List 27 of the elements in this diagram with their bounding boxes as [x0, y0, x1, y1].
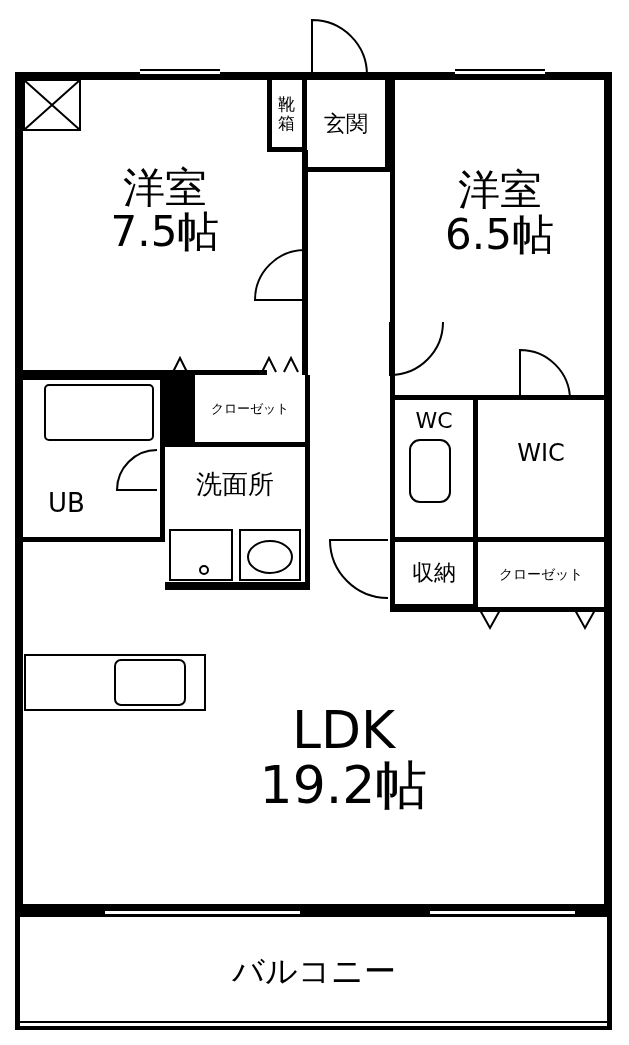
room-label: 玄関: [324, 111, 368, 136]
room: [390, 400, 478, 542]
room: [267, 72, 307, 152]
room-label: WIC: [517, 440, 565, 467]
room: [15, 912, 612, 1030]
room: [390, 542, 478, 612]
room-label: 6.5帖: [445, 212, 554, 257]
room: [478, 400, 612, 542]
room-label: 洗面所: [196, 470, 274, 499]
room-label: 収納: [412, 561, 456, 585]
room-label: クローゼット: [499, 567, 583, 582]
room-label: UB: [48, 489, 85, 518]
room-label: バルコニー: [231, 954, 396, 989]
room: [307, 72, 390, 172]
room: [15, 375, 165, 542]
room: [165, 375, 310, 442]
room: [390, 72, 612, 400]
room-label: 19.2帖: [259, 758, 428, 813]
room-label: クローゼット: [211, 401, 289, 416]
room-label: WC: [415, 409, 453, 433]
room-label: 洋室: [457, 168, 542, 213]
room: [165, 442, 310, 590]
room-label: 洋室: [123, 165, 207, 210]
room-label: 7.5帖: [110, 210, 220, 255]
room-label: LDK: [291, 703, 396, 758]
room-label: 靴箱: [277, 94, 296, 133]
room: [478, 542, 612, 612]
